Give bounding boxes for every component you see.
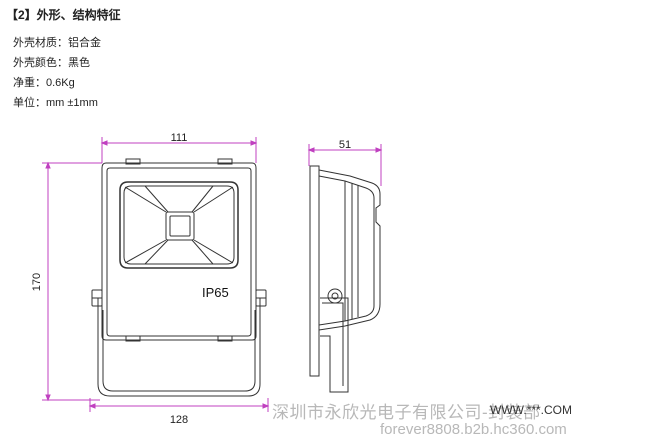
spec-value: 黑色 — [68, 57, 90, 69]
ip-rating-label: IP65 — [202, 285, 229, 300]
watermark-site: WWW.***.COM — [490, 403, 572, 417]
spec-label: 外壳颜色： — [13, 57, 68, 69]
spec-value: 0.6Kg — [46, 77, 75, 89]
dimension-label-depth: 51 — [339, 139, 351, 151]
spec-label: 外壳材质： — [13, 37, 68, 49]
lamp-housing — [101, 158, 257, 342]
watermark-url: forever8808.b2b.hc360.com — [380, 421, 567, 438]
front-view — [42, 137, 270, 412]
side-view — [307, 144, 383, 393]
spec-material: 外壳材质：铝合金 — [13, 33, 101, 53]
spec-weight: 净重：0.6Kg — [13, 73, 101, 93]
dimension-label-top: 111 — [171, 132, 188, 144]
dimension-label-bottom: 128 — [170, 414, 188, 426]
spec-color: 外壳颜色：黑色 — [13, 53, 101, 73]
mounting-bracket — [91, 289, 267, 397]
dimension-top-width — [100, 137, 258, 163]
spec-value: mm ±1mm — [46, 97, 98, 109]
dimension-label-height: 170 — [31, 273, 43, 291]
spec-label: 净重： — [13, 77, 46, 89]
spec-list: 外壳材质：铝合金 外壳颜色：黑色 净重：0.6Kg 单位：mm ±1mm — [13, 33, 101, 113]
dimension-bottom-width — [88, 398, 270, 412]
dimension-side-depth — [307, 144, 383, 186]
spec-value: 铝合金 — [68, 37, 101, 49]
dimension-height — [42, 161, 102, 402]
spec-label: 单位： — [13, 97, 46, 109]
spec-unit: 单位：mm ±1mm — [13, 93, 101, 113]
watermark-company: 深圳市永欣光电子有限公司-封装部 — [272, 403, 541, 422]
section-heading: 【2】外形、结构特征 — [6, 8, 121, 22]
